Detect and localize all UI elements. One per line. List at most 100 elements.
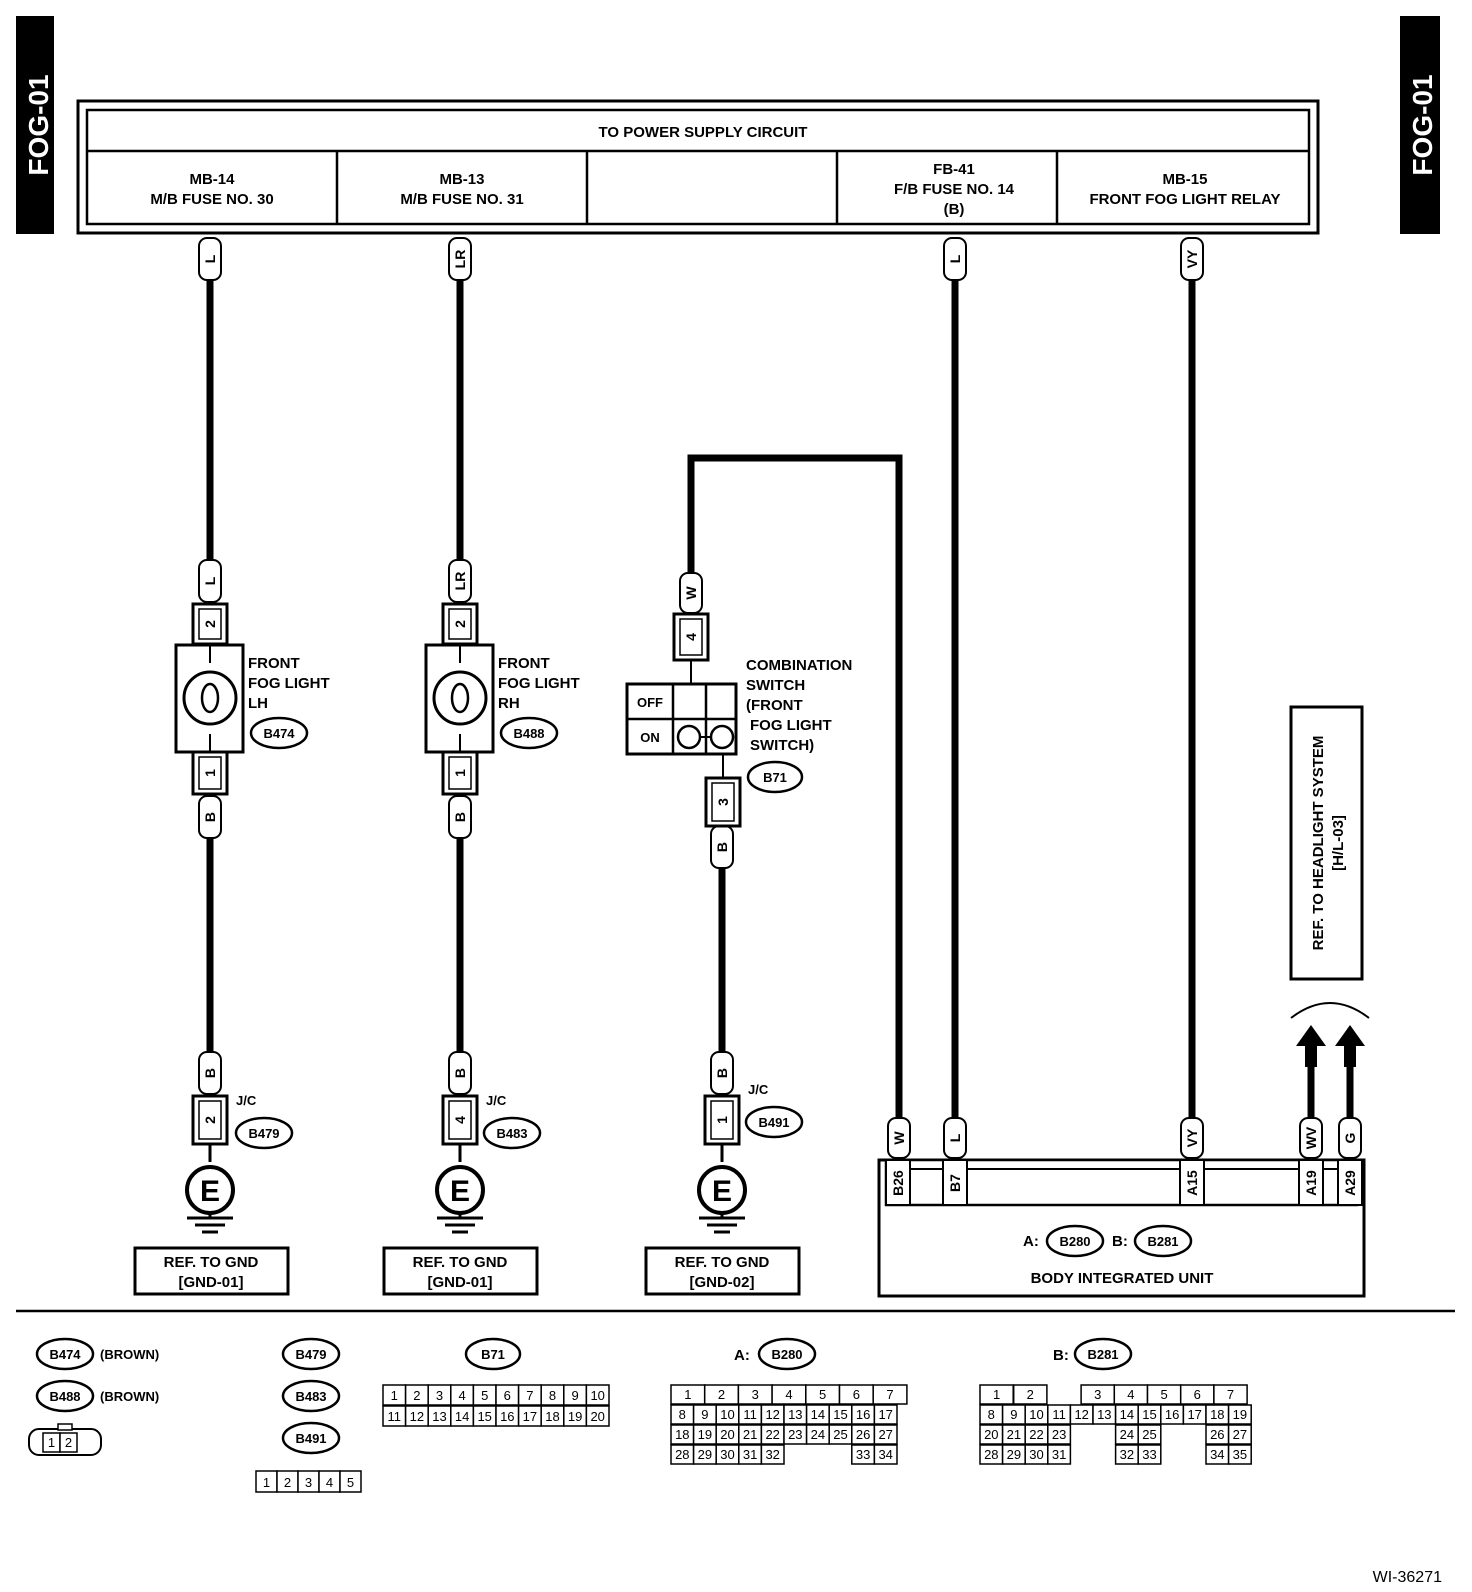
connector-cavity xyxy=(59,1432,78,1453)
legend-b280: B280 xyxy=(771,1347,802,1362)
pin-number: 29 xyxy=(698,1447,712,1462)
legend-b479: B479 xyxy=(295,1347,326,1362)
pin-number: 16 xyxy=(500,1409,514,1424)
pin-lh-2: 2 xyxy=(202,620,218,628)
page-tab-right: FOG-01 xyxy=(1400,16,1440,234)
fog-lh-label-3: LH xyxy=(248,695,268,712)
legend-b488: B488 xyxy=(49,1389,80,1404)
header-cell-5-line2: FRONT FOG LIGHT RELAY xyxy=(1089,191,1280,208)
pin-number: 14 xyxy=(1120,1407,1134,1422)
connector-cavity xyxy=(1213,1384,1248,1405)
pin-number: 2 xyxy=(65,1435,72,1450)
arrow-up-icon xyxy=(1296,1025,1326,1046)
switch-contact-icon xyxy=(676,724,702,750)
pin-number: 1 xyxy=(263,1475,270,1490)
wire-label-biu-w: W xyxy=(891,1131,907,1145)
headlight-ref-line1: REF. TO HEADLIGHT SYSTEM xyxy=(1310,736,1327,951)
biu-pin-b7: B7 xyxy=(947,1174,963,1192)
fog-lh-label-1: FRONT xyxy=(248,655,300,672)
switch-contact-icon xyxy=(709,724,735,750)
header-cell-2-line2: M/B FUSE NO. 31 xyxy=(400,191,523,208)
pin-number: 23 xyxy=(1052,1427,1066,1442)
pin-number: 31 xyxy=(1052,1447,1066,1462)
pin-number: 2 xyxy=(1027,1387,1034,1402)
switch-label-3: (FRONT xyxy=(746,697,803,714)
pin-number: 35 xyxy=(1233,1447,1247,1462)
pin-number: 5 xyxy=(819,1387,826,1402)
gnd-reference-boxes: REF. TO GND [GND-01] REF. TO GND [GND-01… xyxy=(133,1246,801,1296)
header-cell-2-line1: MB-13 xyxy=(439,171,484,188)
wire-switch-to-biu xyxy=(687,454,903,1120)
wire-label-sw-bot: B xyxy=(714,842,730,852)
pin-number: 15 xyxy=(477,1409,491,1424)
pin-number: 20 xyxy=(720,1427,734,1442)
pin-lh-1: 1 xyxy=(202,769,218,777)
pin-number: 9 xyxy=(1010,1407,1017,1422)
pin-number: 32 xyxy=(1120,1447,1134,1462)
connector-cavity xyxy=(873,1424,898,1445)
connector-cavity xyxy=(1047,1424,1072,1445)
wire-label-biu-vy: VY xyxy=(1184,1128,1200,1147)
fog-light-rh: FRONT FOG LIGHT RH B488 xyxy=(424,643,580,754)
connector-cavity xyxy=(760,1444,785,1465)
pin-rh-1: 1 xyxy=(452,769,468,777)
biu-pin-a19: A19 xyxy=(1303,1170,1319,1196)
fog-lh-connector: B474 xyxy=(263,726,295,741)
pin-number: 19 xyxy=(1233,1407,1247,1422)
pin-number: 22 xyxy=(765,1427,779,1442)
pin-number: 2 xyxy=(413,1388,420,1403)
switch-off-label: OFF xyxy=(637,695,663,710)
pin-number: 23 xyxy=(788,1427,802,1442)
switch-label-1: COMBINATION xyxy=(746,657,852,674)
pin-number: 20 xyxy=(984,1427,998,1442)
pin-number: 27 xyxy=(878,1427,892,1442)
pin-number: 12 xyxy=(1074,1407,1088,1422)
pin-number: 28 xyxy=(984,1447,998,1462)
pin-number: 6 xyxy=(1194,1387,1201,1402)
pin-number: 11 xyxy=(1052,1407,1066,1422)
pin-number: 15 xyxy=(833,1407,847,1422)
pin-number: 1 xyxy=(684,1387,691,1402)
pin-number: 26 xyxy=(856,1427,870,1442)
gnd-ref-3-line2: [GND-02] xyxy=(689,1274,754,1291)
wire-label-relay: VY xyxy=(1184,249,1200,268)
wire-label-rh-gnd: B xyxy=(452,1068,468,1078)
pin-number: 8 xyxy=(988,1407,995,1422)
ground-icon: E xyxy=(697,1165,747,1234)
connector-cavity xyxy=(872,1384,908,1405)
pin-number: 9 xyxy=(571,1388,578,1403)
pin-number: 27 xyxy=(1233,1427,1247,1442)
header-cell-1-line1: MB-14 xyxy=(189,171,235,188)
connector-pins: 2 1 2 1 4 3 2 4 1 xyxy=(191,602,742,1146)
switch-connector: B71 xyxy=(763,770,787,785)
gnd-ref-1-line2: [GND-01] xyxy=(178,1274,243,1291)
pin-number: 26 xyxy=(1210,1427,1224,1442)
wire-label-sw-gnd: B xyxy=(714,1068,730,1078)
pin-number: 13 xyxy=(432,1409,446,1424)
pin-number: 5 xyxy=(347,1475,354,1490)
pin-number: 24 xyxy=(1120,1427,1134,1442)
connector-cavity xyxy=(1047,1444,1072,1465)
pin-number: 6 xyxy=(853,1387,860,1402)
page-tab-left-label: FOG-01 xyxy=(23,74,54,175)
pin-jc-lh: 2 xyxy=(202,1116,218,1124)
pin-number: 30 xyxy=(1029,1447,1043,1462)
combination-switch: OFF ON COMBINATION SWITCH (FRONT FOG LIG… xyxy=(625,657,852,794)
legend-b281-prefix: B: xyxy=(1053,1347,1069,1364)
connector-cavity xyxy=(1227,1424,1252,1445)
pin-number: 11 xyxy=(743,1407,757,1422)
pin-sw-4: 4 xyxy=(683,633,699,641)
pin-number: 30 xyxy=(720,1447,734,1462)
pin-number: 34 xyxy=(878,1447,892,1462)
pin-number: 4 xyxy=(785,1387,792,1402)
biu-a-prefix: A: xyxy=(1023,1233,1039,1250)
legend-b491: B491 xyxy=(295,1431,326,1446)
pin-number: 24 xyxy=(811,1427,825,1442)
header-cell-4-line1: FB-41 xyxy=(933,161,975,178)
pin-number: 18 xyxy=(1210,1407,1224,1422)
pin-sw-3: 3 xyxy=(715,798,731,806)
header-cell-1-line2: M/B FUSE NO. 30 xyxy=(150,191,273,208)
pin-number: 10 xyxy=(590,1388,604,1403)
